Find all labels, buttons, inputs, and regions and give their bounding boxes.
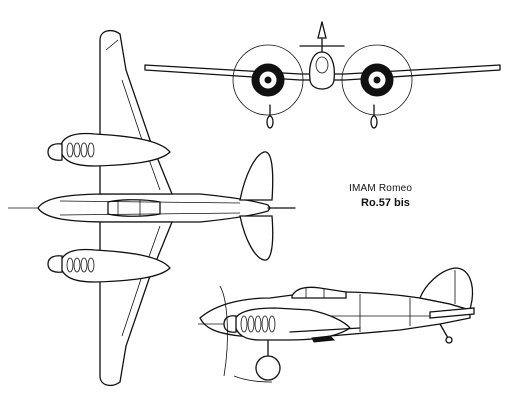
front-prop-disc-right (341, 44, 413, 116)
top-tailplane-upper (239, 151, 274, 201)
side-canopy (291, 286, 347, 299)
side-profile-view (198, 267, 475, 383)
top-nacelle-lower (59, 248, 171, 283)
top-nacelle-upper (59, 132, 171, 167)
caption-manufacturer: IMAM Romeo (349, 183, 413, 194)
top-plan-view (8, 29, 296, 387)
caption-model: Ro.57 bis (361, 197, 410, 209)
top-wing-upper (99, 29, 173, 195)
side-main-wheel (255, 355, 281, 381)
front-prop-disc-left (232, 44, 304, 116)
front-view (144, 21, 501, 129)
front-fuselage (308, 51, 336, 90)
side-fin (419, 267, 474, 311)
top-tailplane-lower (239, 215, 274, 261)
top-wing-lower (99, 221, 173, 387)
